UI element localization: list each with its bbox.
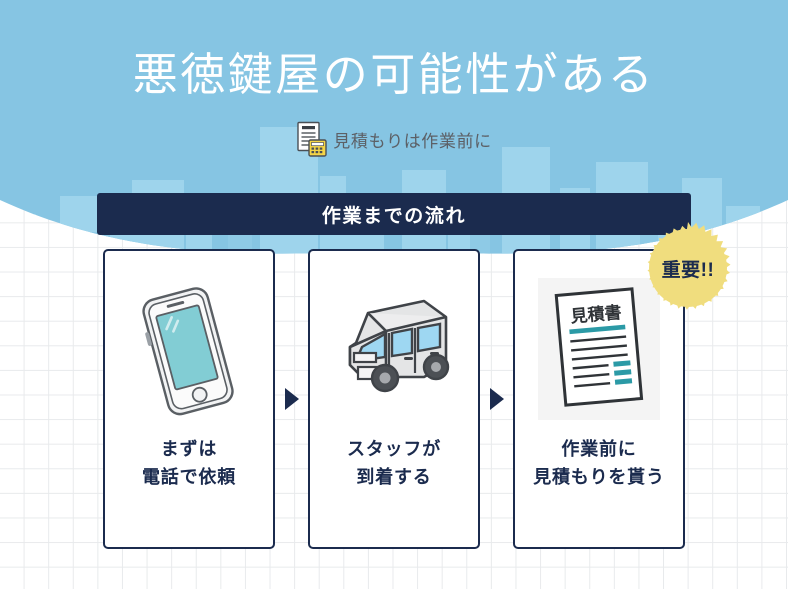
flow-step-label-1-line1: まずは <box>160 439 218 459</box>
flow-step-label-3: 作業前に 見積もりを貰う <box>533 436 665 492</box>
important-badge-label: 重要!! <box>661 259 715 281</box>
estimate-document-calculator-icon <box>296 121 328 157</box>
smartphone-icon <box>105 251 273 436</box>
flow-arrow-1 <box>275 249 308 549</box>
important-badge: 重要!! <box>641 221 735 315</box>
starburst-shape-icon <box>647 222 731 310</box>
flow-step-label-3-line2: 見積もりを貰う <box>533 466 665 487</box>
flow-step-label-2-line2: 到着する <box>356 466 432 487</box>
triangle-right-icon <box>284 388 299 410</box>
subtitle-row: 見積もりは作業前に <box>0 121 788 157</box>
flow-step-label-1-line2: 電話で依頼 <box>142 466 236 487</box>
flow-banner: 作業までの流れ <box>97 193 691 235</box>
quotation-document-icon: 見積書 <box>515 251 683 436</box>
flow-step-card-2[interactable]: スタッフが 到着する <box>308 249 480 549</box>
flow-step-label-2-line1: スタッフが <box>347 439 441 459</box>
flow-arrow-2 <box>480 249 513 549</box>
flow-steps-list: まずは 電話で依頼 <box>0 249 788 549</box>
flow-step-card-1[interactable]: まずは 電話で依頼 <box>103 249 275 549</box>
triangle-right-icon <box>489 388 504 410</box>
quote-doc-heading: 見積書 <box>569 301 623 325</box>
subtitle-text: 見積もりは作業前に <box>333 131 492 151</box>
van-icon <box>310 251 478 436</box>
flow-banner-label: 作業までの流れ <box>321 205 467 227</box>
flow-step-card-3[interactable]: 見積書 <box>513 249 685 549</box>
flow-step-label-1: まずは 電話で依頼 <box>142 436 236 492</box>
page-title: 悪徳鍵屋の可能性がある <box>132 49 656 100</box>
flow-step-label-2: スタッフが 到着する <box>347 436 441 492</box>
flow-step-label-3-line1: 作業前に <box>561 439 637 459</box>
